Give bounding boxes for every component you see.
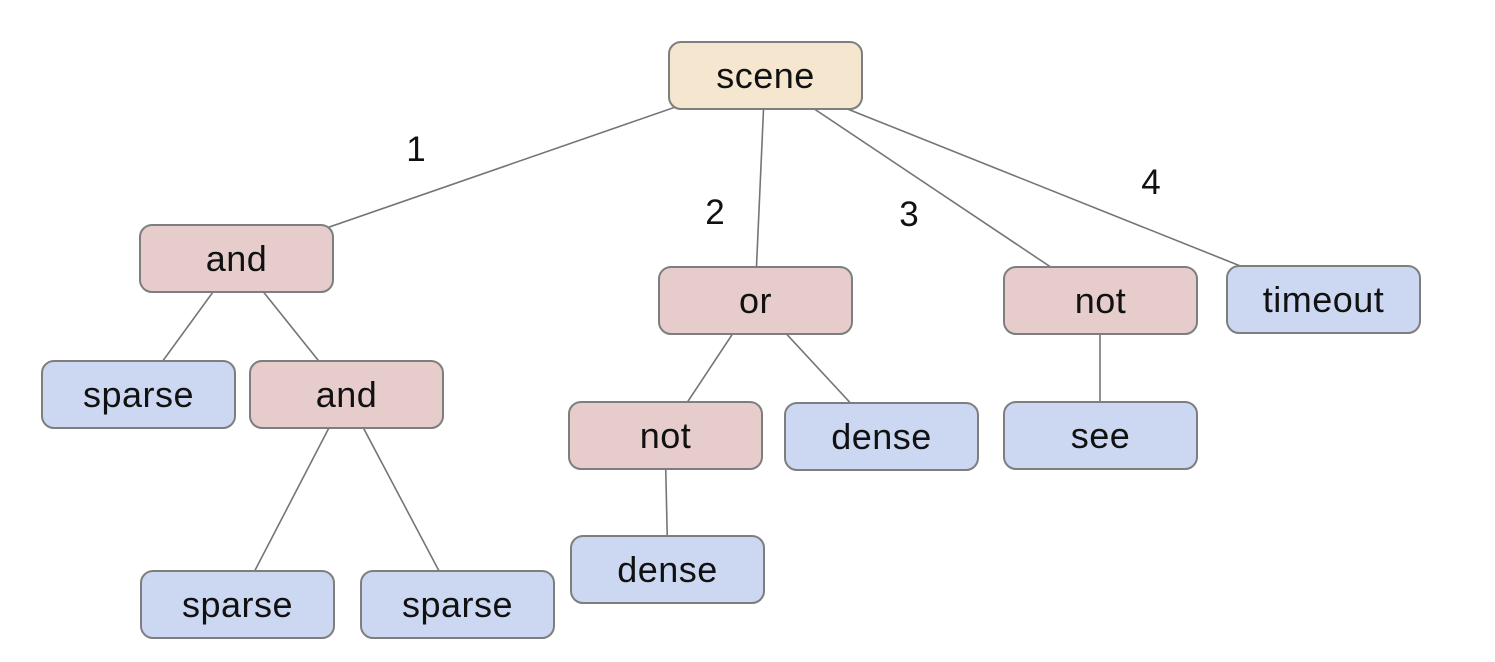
node-or: or — [658, 266, 853, 335]
node-not-2: not — [568, 401, 763, 470]
edge-label-2: 2 — [705, 193, 725, 232]
edge-scene-not — [764, 75, 1101, 301]
node-sparse-3: sparse — [360, 570, 555, 639]
edge-label-1: 1 — [406, 130, 426, 169]
node-and-2: and — [249, 360, 444, 429]
node-sparse-1: sparse — [41, 360, 236, 429]
node-dense-2: dense — [570, 535, 765, 604]
node-dense-1: dense — [784, 402, 979, 471]
edge-scene-timeout — [764, 75, 1324, 300]
edge-scene-or — [754, 75, 766, 301]
node-scene: scene — [668, 41, 863, 110]
node-not: not — [1003, 266, 1198, 335]
edge-label-3: 3 — [899, 195, 919, 234]
node-sparse-2: sparse — [140, 570, 335, 639]
edge-label-4: 4 — [1141, 163, 1161, 202]
node-and: and — [139, 224, 334, 293]
node-see: see — [1003, 401, 1198, 470]
node-timeout: timeout — [1226, 265, 1421, 334]
